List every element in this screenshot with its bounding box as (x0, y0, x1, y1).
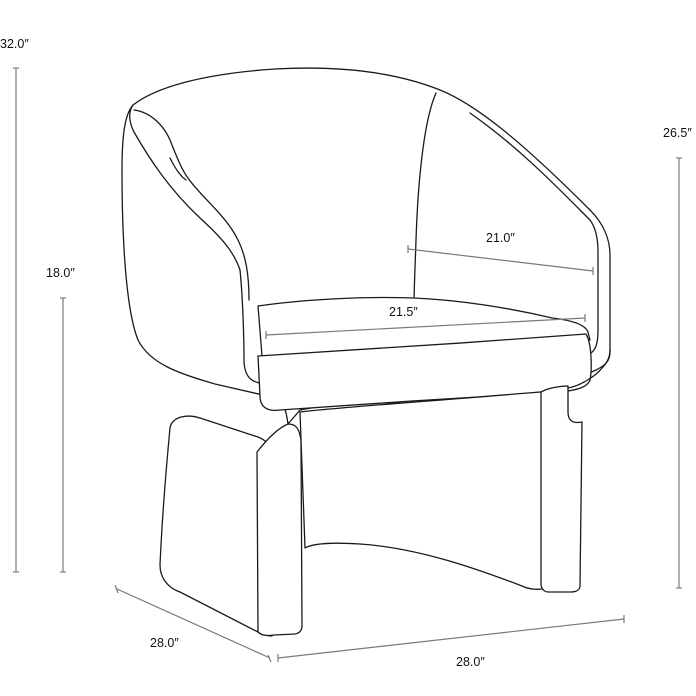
overall-depth-label: 28.0″ (150, 636, 179, 650)
inner-back-crease (169, 157, 187, 181)
arm-height-label: 26.5″ (663, 126, 692, 140)
overall-depth-line (116, 588, 271, 659)
right-base-edge (567, 349, 611, 389)
overall-width-line (277, 618, 625, 659)
overall-height-label: 32.0″ (0, 37, 29, 51)
left-base-panel (159, 415, 273, 637)
seat-cushion-front (257, 333, 592, 412)
inner-back-left-edge (129, 104, 301, 389)
seat-width-label: 21.5″ (389, 305, 418, 319)
overall-width-label: 28.0″ (456, 655, 485, 669)
right-base-panel (299, 391, 549, 590)
dimension-lines (13, 67, 682, 663)
right-arm-inner-edge (469, 112, 599, 331)
left-base-side (256, 423, 303, 637)
seat-height-label: 18.0″ (46, 266, 75, 280)
seat-depth-line (407, 248, 594, 272)
seat-depth-label: 21.0″ (486, 231, 515, 245)
back-center-seam (413, 92, 437, 306)
right-base-side (540, 385, 583, 593)
seat-width-line (265, 317, 586, 336)
chair-drawing (121, 67, 611, 637)
inner-back-left-fold (133, 109, 250, 301)
dimension-labels: 32.0″ 18.0″ 26.5″ 21.0″ 21.5″ 28.0″ 28.0… (0, 37, 692, 669)
